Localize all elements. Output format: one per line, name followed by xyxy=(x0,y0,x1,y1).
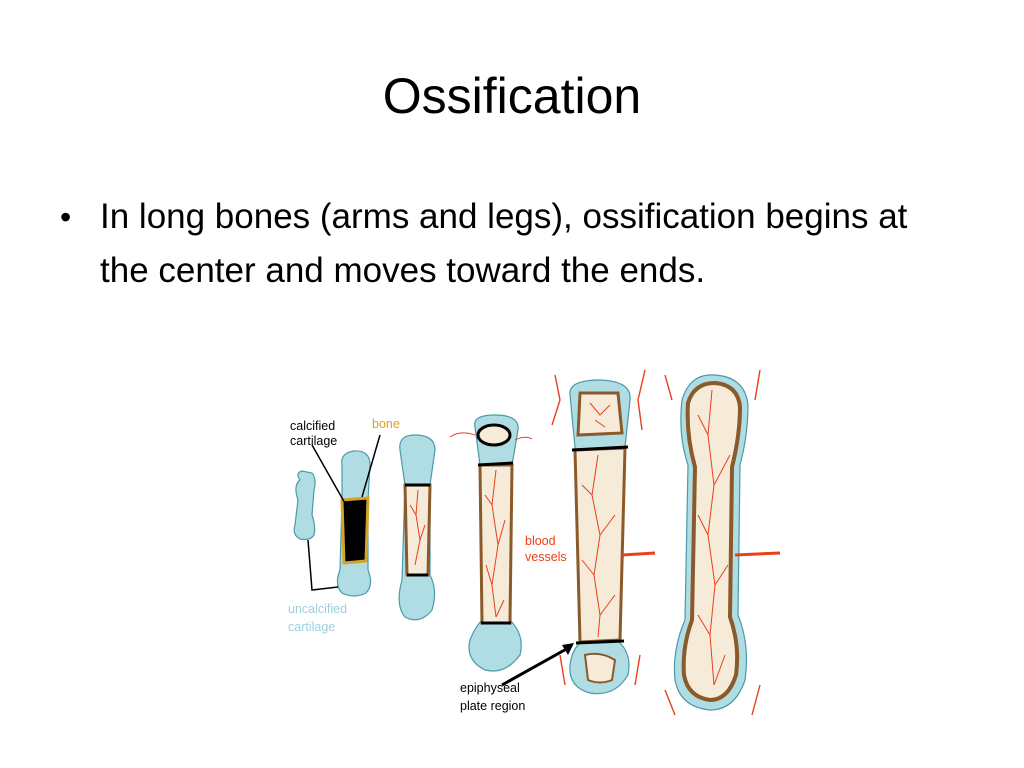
label-uncalcified-1: uncalcified xyxy=(288,602,347,616)
label-bone: bone xyxy=(372,417,400,431)
bone-stage-6 xyxy=(664,369,781,716)
bone-stage-1 xyxy=(293,470,316,541)
bone-stage-2 xyxy=(336,450,372,597)
slide-title: Ossification xyxy=(382,68,642,124)
label-uncalcified-2: cartilage xyxy=(288,620,335,634)
bone-stage-3 xyxy=(398,434,436,621)
label-leaders xyxy=(307,434,574,687)
bone-stage-5 xyxy=(551,369,656,695)
label-blood-1: blood xyxy=(525,534,556,548)
bone-stage-4 xyxy=(449,414,533,672)
label-calcified-2: cartilage xyxy=(290,434,337,448)
label-calcified-1: calcified xyxy=(290,419,335,433)
bullet-marker: • xyxy=(60,199,72,235)
label-epiphyseal-1: epiphyseal xyxy=(460,681,520,695)
ossification-diagram: calcified cartilage bone blood vessels u… xyxy=(288,369,781,716)
label-blood-2: vessels xyxy=(525,550,567,564)
label-epiphyseal-2: plate region xyxy=(460,699,525,713)
bullet-text: In long bones (arms and legs), ossificat… xyxy=(100,197,908,290)
